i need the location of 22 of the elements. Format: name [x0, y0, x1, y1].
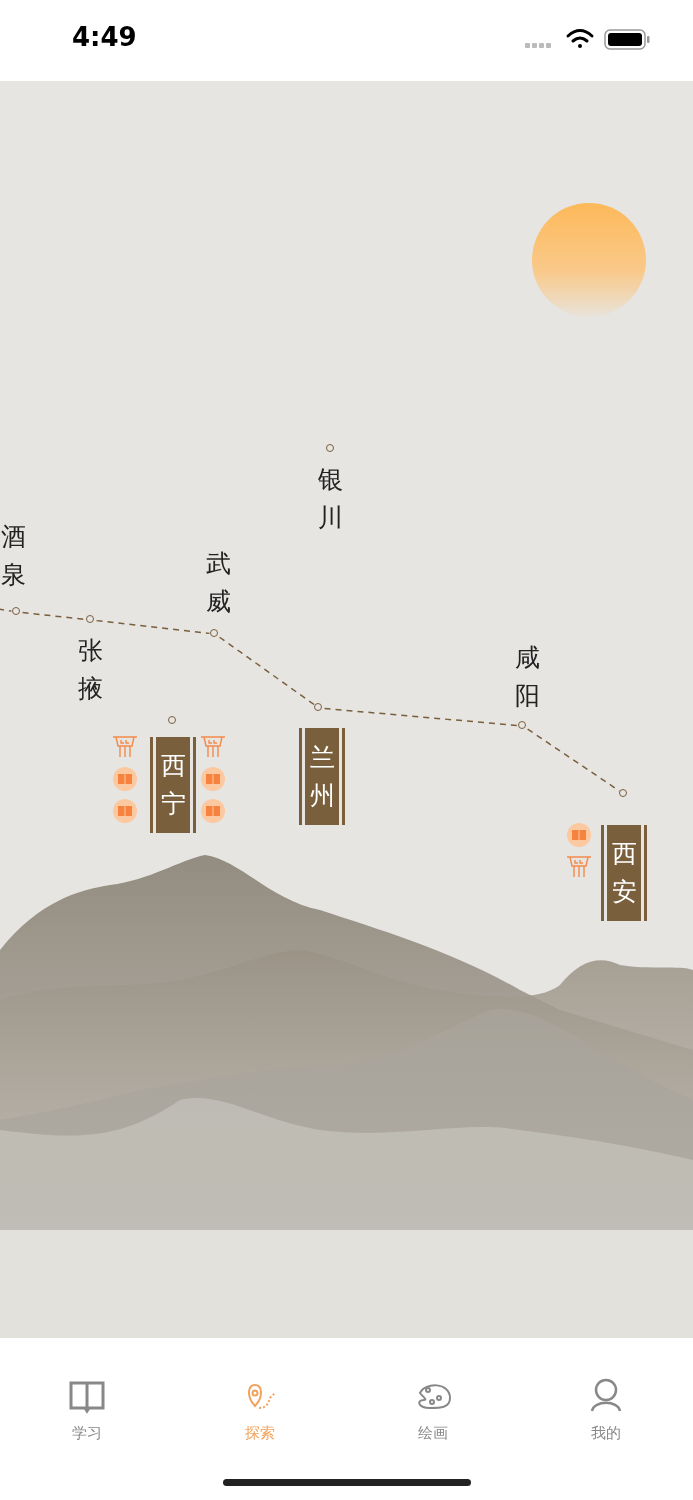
map-point	[86, 615, 95, 624]
city-label: 咸阳	[514, 642, 540, 712]
city-label: 银川	[317, 464, 343, 534]
map-point	[326, 444, 335, 453]
map-point	[619, 789, 628, 798]
status-time: 4:49	[72, 22, 137, 52]
route-line	[218, 636, 316, 706]
city-label: 武威	[205, 548, 231, 618]
map-point	[518, 721, 527, 730]
route-line	[323, 707, 519, 727]
city-label: 酒泉	[0, 521, 26, 591]
map-point	[314, 703, 323, 712]
tab-label: 学习	[72, 1424, 102, 1443]
tab-label: 探索	[245, 1424, 275, 1443]
map-point	[210, 629, 219, 638]
tab-label: 绘画	[418, 1424, 448, 1443]
route-line	[0, 608, 13, 612]
map-point	[12, 607, 21, 616]
city-label: 张掖	[77, 635, 103, 705]
tab-label: 我的	[591, 1424, 621, 1443]
map-point	[168, 716, 177, 725]
route-line	[95, 619, 211, 635]
